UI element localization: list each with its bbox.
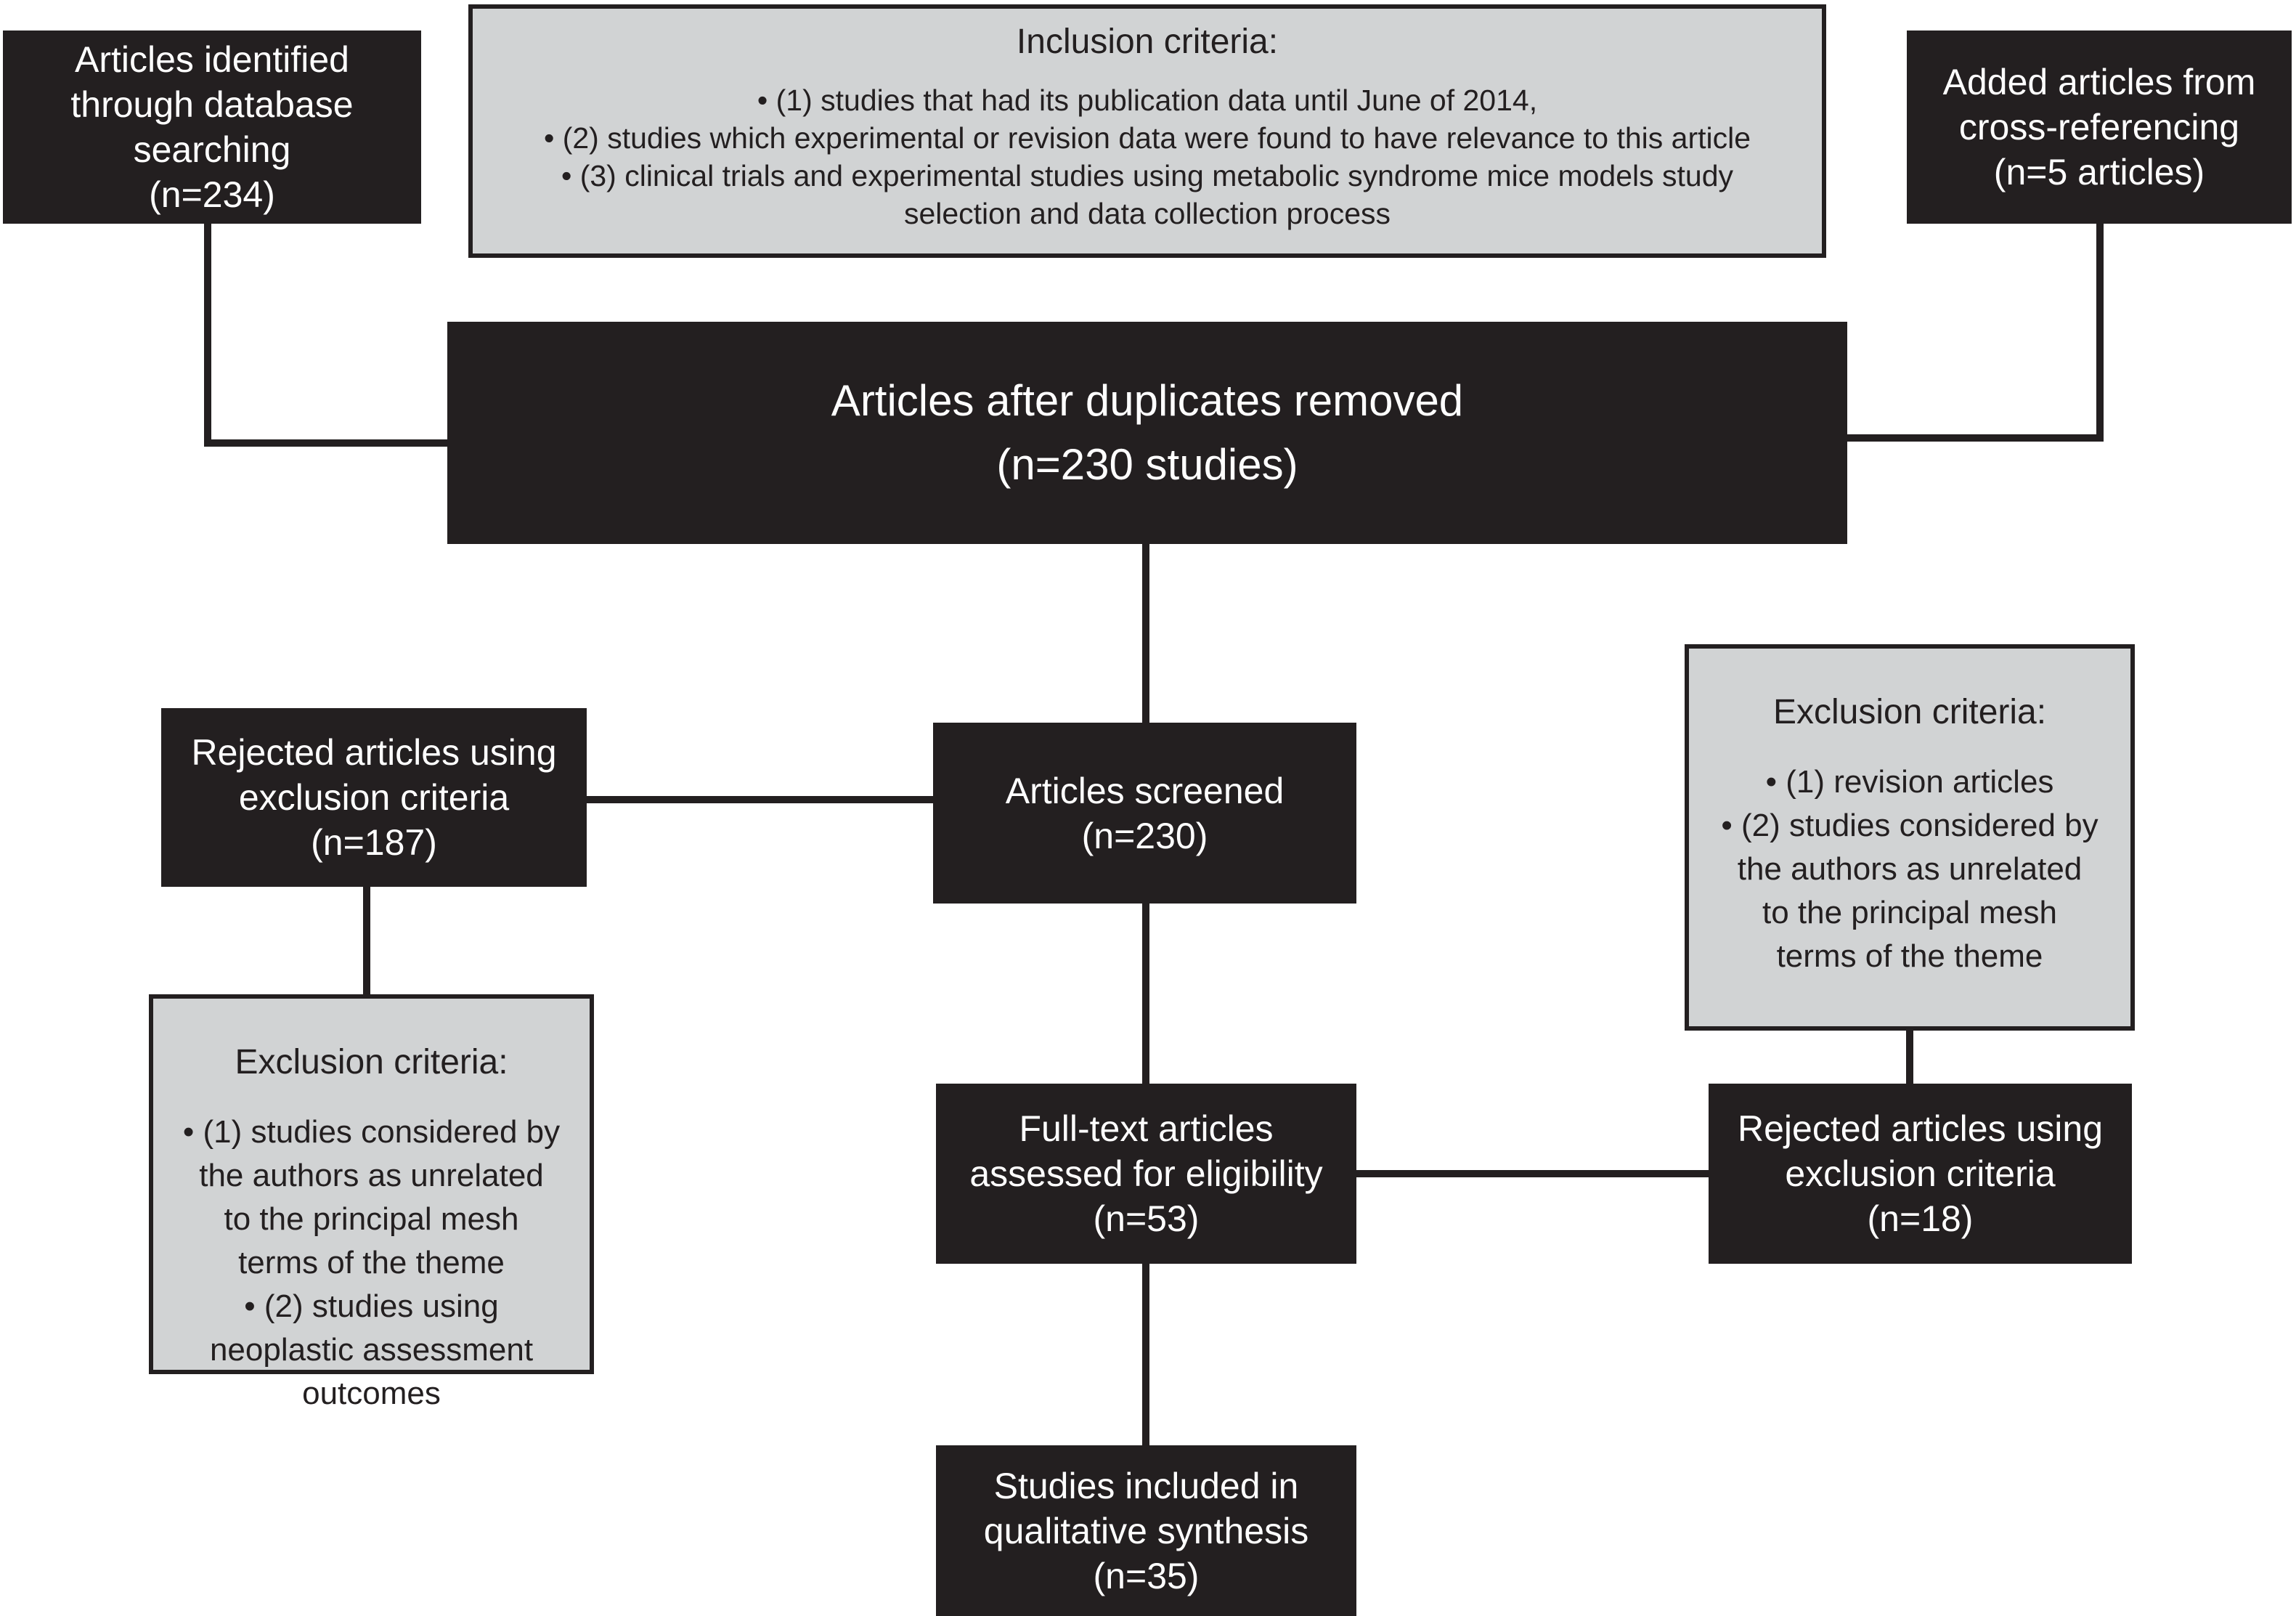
exclusion-criteria-right-title: Exclusion criteria: [1772,693,2047,731]
inclusion-criteria-list: • (1) studies that had its publication d… [544,81,1751,232]
box-articles-screened-label: Articles screened (n=230) [1005,770,1285,856]
connector-added-vertical [2096,224,2104,442]
box-duplicates-removed-label: Articles after duplicates removed (n=230… [831,376,1464,489]
connector-added-horizontal [1847,434,2104,442]
box-rejected-18: Rejected articles using exclusion criter… [1709,1084,2132,1264]
box-studies-included-label: Studies included in qualitative synthesi… [983,1465,1309,1596]
box-added-articles-label: Added articles from cross-referencing (n… [1942,62,2256,192]
connector-exclusion-panel-to-rejected-18 [1906,1031,1913,1084]
inclusion-criteria-item: • (1) studies that had its publication d… [757,84,1538,117]
box-rejected-187: Rejected articles using exclusion criter… [161,708,587,887]
exclusion-criteria-left-title: Exclusion criteria: [235,1043,508,1081]
box-fulltext-assessed-label: Full-text articles assessed for eligibil… [969,1108,1323,1239]
exclusion-criteria-left-item: • (1) studies considered by the authors … [182,1114,561,1280]
inclusion-criteria-title: Inclusion criteria: [1016,23,1279,61]
inclusion-criteria-item: • (3) clinical trials and experimental s… [561,159,1734,230]
box-duplicates-removed: Articles after duplicates removed (n=230… [447,322,1847,544]
connector-rejected-187-to-exclusion-panel [363,887,370,994]
inclusion-criteria-item: • (2) studies which experimental or revi… [543,121,1751,155]
box-added-articles: Added articles from cross-referencing (n… [1907,31,2292,224]
exclusion-criteria-right-item: • (1) revision articles [1765,764,2054,800]
box-fulltext-assessed: Full-text articles assessed for eligibil… [936,1084,1356,1264]
panel-exclusion-criteria-right: Exclusion criteria: • (1) revision artic… [1685,644,2135,1031]
connector-duplicates-to-screened [1142,544,1149,723]
panel-exclusion-criteria-left: Exclusion criteria: • (1) studies consid… [149,994,594,1411]
box-rejected-187-label: Rejected articles using exclusion criter… [191,732,557,863]
exclusion-criteria-left-list: • (1) studies considered by the authors … [183,1111,560,1416]
box-articles-identified: Articles identified through database sea… [3,31,421,224]
box-studies-included: Studies included in qualitative synthesi… [936,1445,1356,1616]
connector-identified-horizontal [204,439,447,447]
connector-screened-to-rejected-187 [587,796,933,803]
connector-identified-vertical [204,224,211,447]
box-articles-screened: Articles screened (n=230) [933,723,1356,904]
exclusion-criteria-left-item: • (2) studies using neoplastic assessmen… [209,1288,534,1411]
connector-fulltext-to-rejected-18 [1356,1170,1709,1177]
connector-fulltext-to-included [1142,1264,1149,1445]
panel-inclusion-criteria: Inclusion criteria: • (1) studies that h… [468,4,1826,258]
exclusion-criteria-right-item: • (2) studies considered by the authors … [1721,808,2098,974]
box-articles-identified-label: Articles identified through database sea… [70,39,354,215]
box-rejected-18-label: Rejected articles using exclusion criter… [1737,1108,2104,1239]
exclusion-criteria-right-list: • (1) revision articles • (2) studies co… [1721,760,2098,978]
connector-screened-to-fulltext [1142,904,1149,1084]
